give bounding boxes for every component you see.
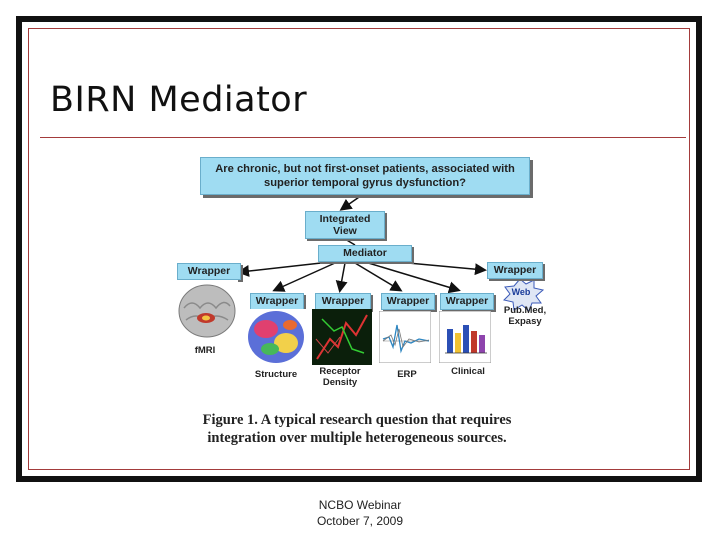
integrated-view-line-1: Integrated [319,213,371,225]
label-fmri: fMRI [194,345,216,356]
wrapper-clinical: Wrapper [440,293,494,310]
label-receptor-density: Receptor Density [310,366,370,388]
label-pubmed-expasy: Pub.Med, Expasy [498,305,552,327]
wrapper-receptor: Wrapper [315,293,371,310]
label-erp: ERP [397,369,417,380]
footer-line-2: October 7, 2009 [316,514,404,528]
pubmed-line-1: Pub.Med, [503,305,547,316]
wrapper-erp: Wrapper [381,293,435,310]
research-question-box: Are chronic, but not first-onset patient… [200,157,530,195]
web-label: Web [511,287,531,297]
arrow-to-wrapper-receptor [335,262,348,293]
clinical-image [439,311,491,363]
receptor-line-2: Density [322,377,358,388]
title-divider [40,137,686,138]
structure-image [246,309,306,365]
pubmed-line-2: Expasy [508,316,542,327]
wrapper-fmri: Wrapper [177,263,241,280]
question-line-1: Are chronic, but not first-onset patient… [215,163,515,175]
arrow-to-wrapper-structure [272,262,336,292]
slide-footer: NCBO Webinar October 7, 2009 [260,497,460,529]
erp-image [379,311,431,363]
arrow-to-wrapper-erp [354,262,403,292]
receptor-density-image [312,309,372,365]
wrapper-web: Wrapper [487,262,543,279]
slide-inner-border [28,28,690,470]
arrow-question-to-view [339,194,363,211]
web-starburst-icon [503,278,545,312]
arrow-to-wrapper-clinical [364,261,461,294]
footer-line-1: NCBO Webinar [318,498,402,512]
question-line-2: superior temporal gyrus dysfunction? [263,177,467,189]
arrow-view-to-mediator [344,238,356,246]
label-clinical: Clinical [451,366,485,377]
integrated-view-line-2: View [333,225,357,237]
mediator-box: Mediator [318,245,412,262]
slide-title: BIRN Mediator [50,80,308,120]
caption-line-2: integration over multiple heterogeneous … [207,430,507,446]
arrow-to-wrapper-fmri [237,261,331,277]
wrapper-structure: Wrapper [250,293,304,310]
fmri-brain-image [176,280,238,342]
integrated-view-box: Integrated View [305,211,385,239]
label-structure: Structure [254,369,298,380]
caption-line-1: Figure 1. A typical research question th… [202,412,512,428]
receptor-line-1: Receptor [319,366,361,377]
figure-caption: Figure 1. A typical research question th… [172,411,542,447]
